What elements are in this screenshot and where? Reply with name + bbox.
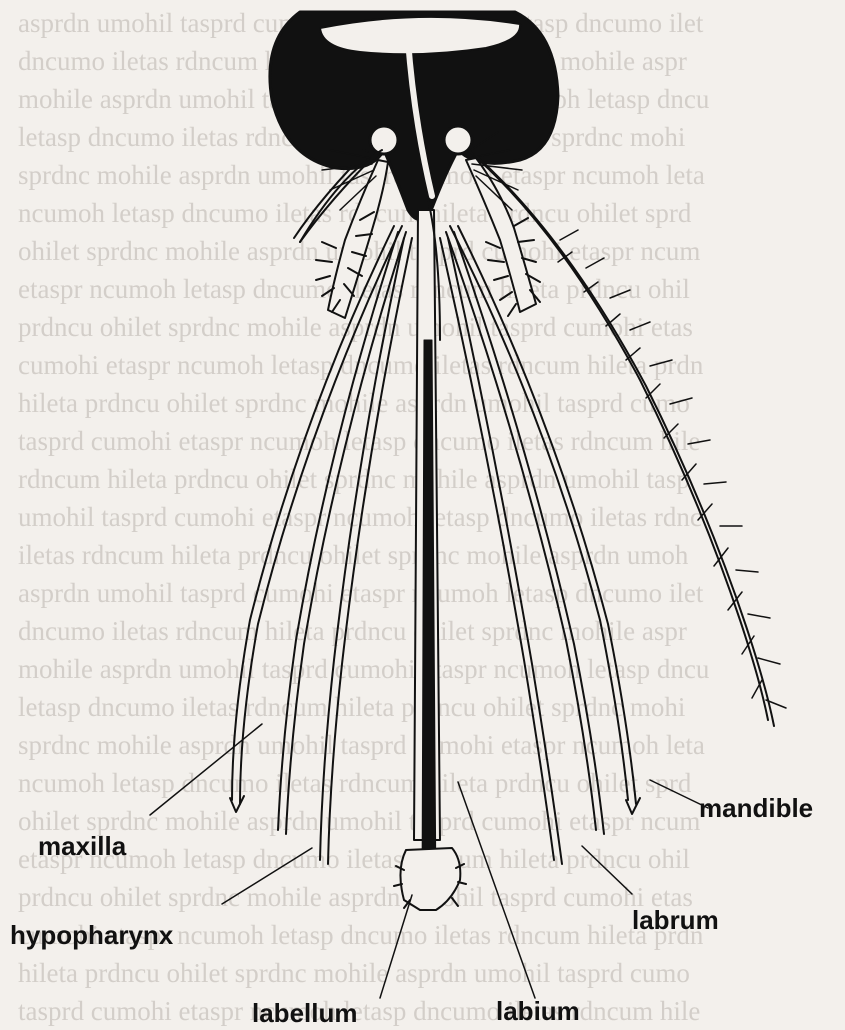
hypopharynx-stylet	[320, 238, 412, 864]
label-mandible: mandible	[699, 795, 813, 821]
label-labrum: labrum	[632, 907, 719, 933]
labium	[414, 200, 440, 900]
label-labium: labium	[496, 998, 580, 1024]
label-hypopharynx: hypopharynx	[10, 922, 173, 948]
labellum	[394, 848, 466, 910]
label-labellum: labellum	[252, 1000, 357, 1026]
label-maxilla: maxilla	[38, 833, 126, 859]
